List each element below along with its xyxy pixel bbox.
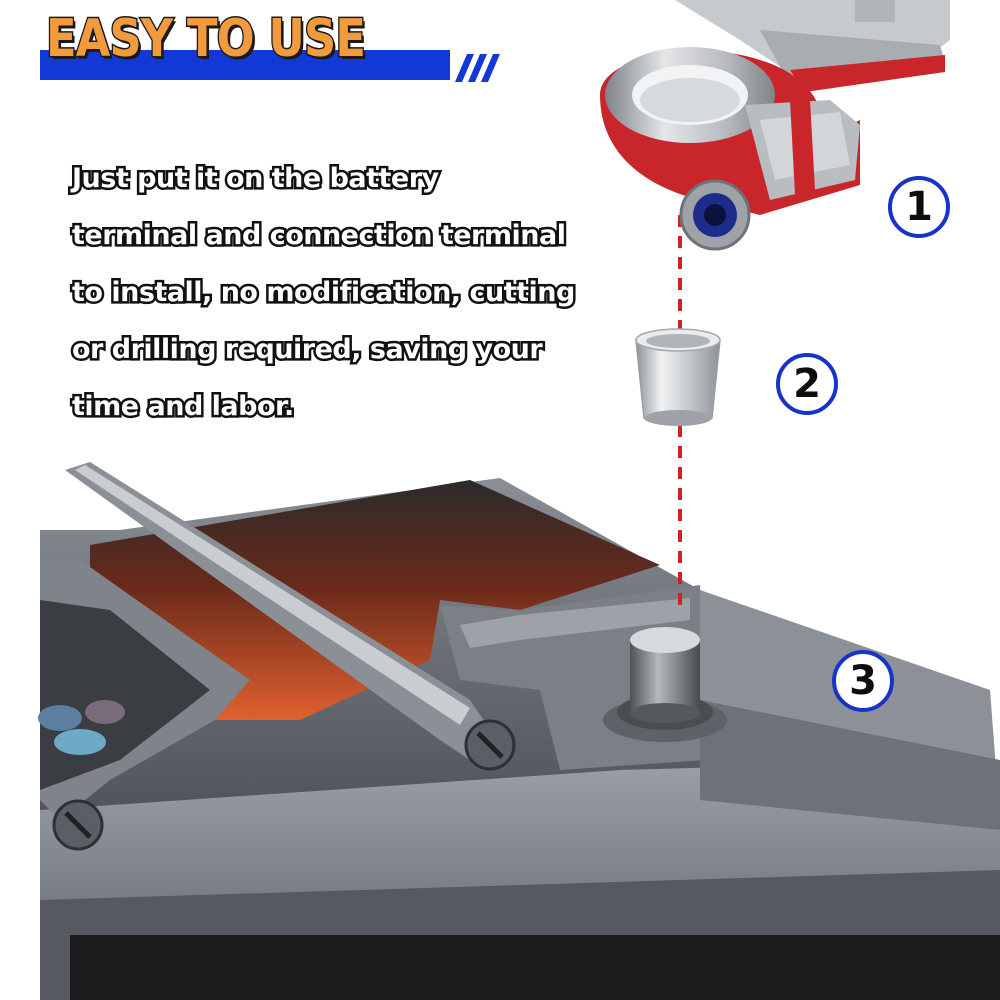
battery-clamp-icon: [600, 0, 950, 251]
header-banner: EASY TO USE: [0, 0, 500, 95]
description-line: time and labor.: [70, 389, 297, 425]
description-line: Just put it on the battery: [70, 161, 442, 197]
step-marker-3: 3: [832, 650, 894, 712]
banner-stripes-decoration: [455, 54, 500, 82]
page-title: EASY TO USE: [45, 8, 367, 71]
description-line: terminal and connection terminal: [70, 218, 569, 254]
battery: [38, 462, 1000, 1000]
sleeve-adapter-icon: [635, 328, 721, 426]
banner-accent-bar: [40, 50, 450, 80]
step-marker-1: 1: [888, 176, 950, 238]
battery-post-icon: [603, 627, 727, 742]
hinge-screw-icon: [464, 719, 516, 771]
hinge-screw-icon: [52, 799, 104, 851]
description-line: or drilling required, saving your: [70, 332, 546, 368]
installation-description: Just put it on the battery terminal and …: [70, 150, 672, 435]
step-marker-2: 2: [776, 353, 838, 415]
description-line: to install, no modification, cutting: [70, 275, 578, 311]
